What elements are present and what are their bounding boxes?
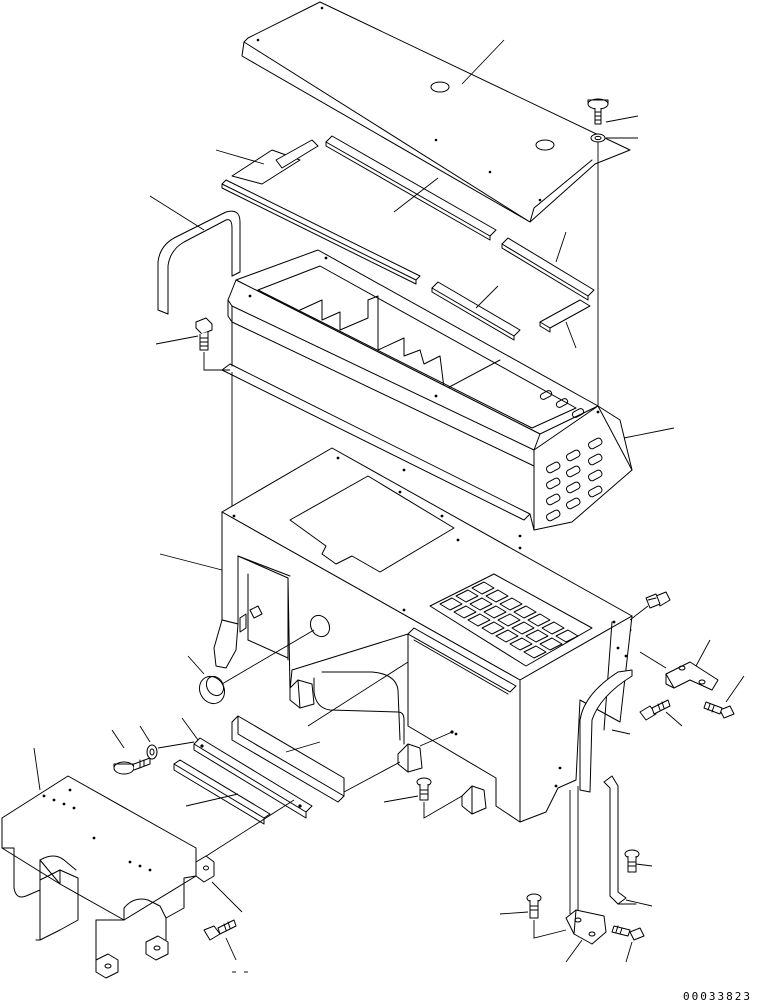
angle-plate (231, 715, 345, 803)
pin-axis (419, 731, 453, 747)
l-bracket-right (665, 661, 719, 691)
side-stay-rod (603, 775, 637, 905)
grommet (309, 614, 331, 638)
cap-axis-line (221, 629, 315, 685)
hood-bolt-leader-path (203, 352, 230, 371)
mid-bolt-a (416, 777, 432, 801)
tray-tab (195, 855, 215, 883)
callout-leaders (33, 39, 745, 973)
main-frame (213, 447, 633, 823)
upper-hood-box (221, 249, 633, 538)
front-left-washer (146, 744, 158, 760)
mid-foot-bracket (461, 785, 487, 815)
spacer-strip (173, 759, 271, 825)
bolt-bottom-1 (526, 893, 542, 919)
front-bolt-axis (157, 741, 195, 749)
bolt-bracket-b (703, 701, 735, 719)
curved-rear-strip (579, 669, 633, 793)
u-handle (157, 210, 241, 315)
tray-bolt-axis (211, 881, 243, 913)
bolt-bracket-a (639, 699, 671, 721)
front-axis-line-2 (199, 799, 295, 861)
top-cover-plate (241, 1, 631, 223)
bracket-axis-line (639, 651, 667, 669)
angle-bracket-bottom (565, 909, 607, 945)
mid-bolt-leader (423, 795, 463, 819)
top-bolt (587, 98, 609, 125)
grille-cells (439, 581, 579, 659)
seal-strip-short (539, 299, 591, 333)
seal-strip-long-upper (325, 135, 497, 241)
front-left-bolt (113, 757, 151, 775)
bottom-tray-guard (1, 775, 197, 979)
front-axis-line-3 (307, 661, 409, 727)
hood-side-bolt (195, 317, 213, 351)
seal-strip-middle (431, 281, 521, 341)
front-axis-line-4 (343, 761, 401, 793)
tray-bolt (203, 919, 237, 941)
bolt-bottom-1-leader (533, 920, 567, 939)
side-bolt-upper-right (645, 591, 671, 609)
seal-sheet (231, 139, 319, 185)
seal-strip-right (501, 237, 595, 301)
bolt-leader-ur (629, 605, 649, 621)
bolt-bottom-2 (611, 925, 645, 941)
seal-strip-long-lower (221, 179, 421, 285)
part-code-label: 00033823 (683, 990, 752, 1003)
cap-plug (198, 675, 226, 705)
top-washer (590, 133, 606, 143)
stay-bolt (624, 849, 640, 873)
